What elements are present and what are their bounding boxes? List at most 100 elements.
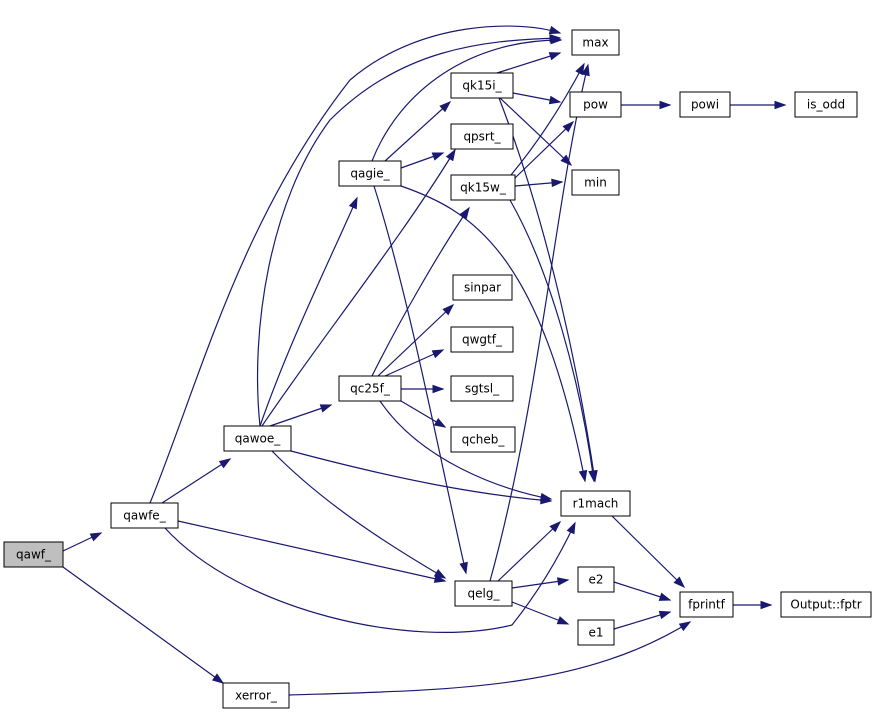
node-qk15w[interactable]: qk15w_ bbox=[450, 174, 516, 201]
edge-arrowhead bbox=[566, 521, 576, 535]
node-qk15i[interactable]: qk15i_ bbox=[450, 72, 514, 99]
node-label: sinpar bbox=[464, 281, 501, 295]
edge-qelg-to-e1 bbox=[511, 601, 570, 625]
edge-line bbox=[400, 185, 586, 482]
node-label: r1mach bbox=[573, 497, 619, 511]
node-box bbox=[571, 169, 620, 196]
edge-line bbox=[62, 566, 224, 684]
edge-pow-to-powi bbox=[621, 100, 672, 110]
node-r1mach[interactable]: r1mach bbox=[560, 490, 631, 517]
edge-qelg-to-max bbox=[489, 63, 590, 582]
node-box bbox=[450, 375, 514, 402]
node-label: max bbox=[582, 36, 608, 50]
edge-arrowhead bbox=[556, 616, 570, 625]
node-label: fprintf bbox=[688, 598, 725, 612]
edge-arrowhead bbox=[760, 600, 773, 610]
node-label: qawfe_ bbox=[123, 509, 166, 523]
node-label: min bbox=[584, 176, 607, 190]
node-label: qawf_ bbox=[16, 548, 52, 562]
edge-qc25f-to-r1mach bbox=[379, 400, 553, 502]
node-box bbox=[794, 91, 858, 118]
edge-arrowhead bbox=[658, 592, 672, 601]
node-e1[interactable]: e1 bbox=[577, 619, 615, 646]
edge-qelg-to-e2 bbox=[511, 577, 570, 589]
edge-line bbox=[497, 521, 561, 582]
edge-qk15w-to-min bbox=[514, 178, 564, 188]
node-qwgtf[interactable]: qwgtf_ bbox=[450, 326, 514, 353]
edge-arrowhead bbox=[581, 63, 590, 77]
edge-arrowhead bbox=[459, 561, 468, 575]
edge-line bbox=[498, 97, 596, 482]
node-box bbox=[222, 682, 290, 709]
node-fprintf[interactable]: fprintf bbox=[679, 591, 734, 618]
node-box bbox=[450, 326, 514, 353]
node-label: qagie_ bbox=[350, 167, 390, 181]
node-qelg[interactable]: qelg_ bbox=[454, 580, 513, 607]
edge-arrowhead bbox=[562, 120, 575, 133]
node-box bbox=[450, 72, 514, 99]
edge-arrowhead bbox=[445, 148, 456, 162]
node-xerror[interactable]: xerror_ bbox=[222, 682, 290, 709]
edge-line bbox=[177, 520, 446, 582]
node-label: e1 bbox=[588, 626, 603, 640]
edge-line bbox=[164, 522, 576, 633]
node-is-odd[interactable]: is_odd bbox=[794, 91, 858, 118]
edge-arrowhead bbox=[459, 206, 470, 220]
edge-line bbox=[384, 349, 444, 377]
node-label: qpsrt_ bbox=[463, 130, 501, 144]
edge-arrowhead bbox=[556, 577, 570, 586]
edge-arrowhead bbox=[550, 35, 563, 45]
node-label: qc25f_ bbox=[350, 382, 391, 396]
edge-qk15w-to-pow bbox=[514, 120, 575, 179]
node-label: qelg_ bbox=[468, 587, 501, 601]
node-box bbox=[571, 29, 620, 56]
node-min[interactable]: min bbox=[571, 169, 620, 196]
node-qcheb[interactable]: qcheb_ bbox=[450, 426, 516, 453]
node-max[interactable]: max bbox=[571, 29, 620, 56]
edge-qc25f-to-qk15w bbox=[371, 206, 470, 377]
node-qpsrt[interactable]: qpsrt_ bbox=[450, 123, 514, 150]
node-qc25f[interactable]: qc25f_ bbox=[338, 375, 402, 402]
node-qawf[interactable]: qawf_ bbox=[3, 541, 64, 568]
node-powi[interactable]: powi bbox=[679, 91, 731, 118]
edge-qawoe-to-qc25f bbox=[269, 404, 333, 427]
node-box bbox=[679, 91, 731, 118]
node-qawfe[interactable]: qawfe_ bbox=[110, 502, 179, 529]
edge-arrowhead bbox=[548, 52, 562, 61]
edge-qk15i-to-pow bbox=[512, 92, 562, 105]
node-label: qcheb_ bbox=[462, 433, 506, 447]
edge-arrowhead bbox=[774, 100, 787, 110]
node-label: qawoe_ bbox=[235, 432, 282, 446]
node-box bbox=[338, 160, 402, 187]
node-pow[interactable]: pow bbox=[569, 91, 622, 118]
node-sinpar[interactable]: sinpar bbox=[452, 274, 513, 301]
edge-arrowhead bbox=[442, 303, 455, 316]
edge-e1-to-fprintf bbox=[613, 610, 672, 630]
edge-qawoe-to-r1mach bbox=[290, 450, 553, 505]
edge-qagie-to-qelg bbox=[373, 185, 468, 575]
node-qawoe[interactable]: qawoe_ bbox=[223, 425, 292, 452]
node-sgtsl[interactable]: sgtsl_ bbox=[450, 375, 514, 402]
edge-r1mach-to-fprintf bbox=[611, 515, 686, 589]
edge-line bbox=[611, 515, 685, 588]
node-qagie[interactable]: qagie_ bbox=[338, 160, 402, 187]
edge-qk15i-to-max bbox=[496, 52, 562, 74]
edge-line bbox=[271, 450, 446, 579]
edge-arrowhead bbox=[549, 520, 562, 533]
node-e2[interactable]: e2 bbox=[577, 566, 615, 593]
edge-arrowhead bbox=[433, 417, 447, 428]
edge-line bbox=[377, 304, 454, 377]
edge-qelg-to-r1mach bbox=[497, 520, 562, 582]
node-box bbox=[560, 490, 631, 517]
node-fptr[interactable]: Output::fptr bbox=[780, 591, 872, 618]
edge-qc25f-to-qcheb bbox=[400, 400, 447, 428]
edge-arrowhead bbox=[89, 532, 103, 542]
node-box bbox=[3, 541, 64, 568]
edge-qagie-to-max bbox=[371, 35, 563, 162]
node-box bbox=[338, 375, 402, 402]
edge-line bbox=[149, 25, 561, 504]
edge-qc25f-to-qwgtf bbox=[384, 349, 445, 377]
edge-line bbox=[384, 101, 451, 162]
edge-line bbox=[489, 64, 589, 582]
edge-line bbox=[259, 197, 358, 427]
